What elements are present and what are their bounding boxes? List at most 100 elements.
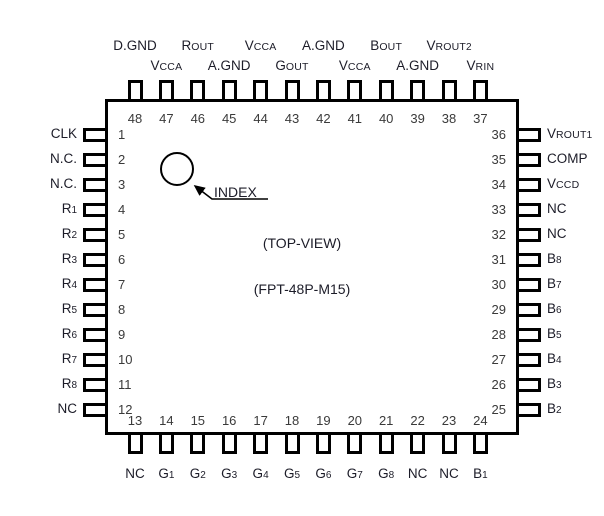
signal-label-pin-31: B8 xyxy=(547,251,562,266)
lead-pin-21 xyxy=(378,435,394,454)
signal-label-pin-13: NC xyxy=(125,466,145,481)
signal-label-pin-14: G1 xyxy=(158,466,175,481)
lead-pin-1 xyxy=(83,128,105,142)
pin-number-43: 43 xyxy=(284,111,300,126)
pin-number-26: 26 xyxy=(491,377,506,392)
signal-label-pin-32: NC xyxy=(547,226,567,241)
signal-label-pin-20: G7 xyxy=(346,466,363,481)
lead-pin-24 xyxy=(472,435,488,454)
signal-label-pin-10: R7 xyxy=(61,351,77,366)
lead-pin-45 xyxy=(221,80,237,99)
lead-pin-36 xyxy=(519,128,541,142)
pin-number-38: 38 xyxy=(441,111,457,126)
lead-pin-20 xyxy=(347,435,363,454)
pin-number-28: 28 xyxy=(491,327,506,342)
signal-label-pin-26: B3 xyxy=(547,376,562,391)
signal-label-pin-34: VCCD xyxy=(547,176,580,191)
lead-pin-25 xyxy=(519,403,541,417)
signal-label-pin-30: B7 xyxy=(547,276,562,291)
pin-number-8: 8 xyxy=(118,302,126,317)
package-code-label: (FPT-48P-M15) xyxy=(253,281,351,297)
signal-label-pin-7: R4 xyxy=(61,276,77,291)
signal-label-pin-46: ROUT xyxy=(181,38,215,53)
pin-number-44: 44 xyxy=(253,111,268,126)
signal-label-pin-40: BOUT xyxy=(370,38,403,53)
pin-number-20: 20 xyxy=(347,413,363,428)
pin-number-41: 41 xyxy=(347,111,363,126)
signal-label-pin-2: N.C. xyxy=(50,151,77,166)
pin-number-3: 3 xyxy=(118,177,126,192)
pin-number-25: 25 xyxy=(491,402,506,417)
pin-number-10: 10 xyxy=(118,352,133,367)
lead-pin-27 xyxy=(519,353,541,367)
lead-pin-2 xyxy=(83,153,105,167)
pin-number-16: 16 xyxy=(221,413,237,428)
lead-pin-7 xyxy=(83,278,105,292)
lead-pin-15 xyxy=(190,435,206,454)
pin-number-45: 45 xyxy=(221,111,237,126)
signal-label-pin-16: G3 xyxy=(221,466,238,481)
lead-pin-41 xyxy=(347,80,363,99)
lead-pin-47 xyxy=(158,80,174,99)
pin-number-15: 15 xyxy=(190,413,206,428)
lead-pin-9 xyxy=(83,328,105,342)
pin-number-42: 42 xyxy=(316,111,331,126)
lead-pin-30 xyxy=(519,278,541,292)
signal-label-pin-37: VRIN xyxy=(466,58,495,73)
pin-number-47: 47 xyxy=(159,111,174,126)
lead-pin-11 xyxy=(83,378,105,392)
signal-label-pin-12: NC xyxy=(57,401,78,416)
pin-number-46: 46 xyxy=(190,111,206,126)
pin-number-40: 40 xyxy=(378,111,394,126)
chip-body-outline xyxy=(105,99,519,435)
lead-pin-14 xyxy=(158,435,174,454)
signal-label-pin-1: CLK xyxy=(50,126,77,141)
lead-pin-43 xyxy=(284,80,300,99)
signal-label-pin-33: NC xyxy=(547,201,567,216)
signal-label-pin-41: VCCA xyxy=(338,58,371,73)
lead-pin-19 xyxy=(315,435,331,454)
lead-pin-32 xyxy=(519,228,541,242)
index-circle-icon xyxy=(160,152,194,186)
signal-label-pin-45: A.GND xyxy=(207,58,251,73)
lead-pin-31 xyxy=(519,253,541,267)
signal-label-pin-35: COMP xyxy=(547,151,588,166)
lead-pin-39 xyxy=(410,80,426,99)
lead-pin-18 xyxy=(284,435,300,454)
lead-pin-42 xyxy=(315,80,331,99)
lead-pin-44 xyxy=(253,80,269,99)
pin-number-24: 24 xyxy=(473,413,488,428)
index-label: INDEX xyxy=(214,184,257,200)
signal-label-pin-42: A.GND xyxy=(302,38,345,53)
pin-number-13: 13 xyxy=(127,413,143,428)
pin-number-12: 12 xyxy=(118,402,133,417)
signal-label-pin-48: D.GND xyxy=(113,38,157,53)
signal-label-pin-25: B2 xyxy=(547,401,562,416)
signal-label-pin-11: R8 xyxy=(61,376,77,391)
pin-number-18: 18 xyxy=(284,413,300,428)
signal-label-pin-4: R1 xyxy=(61,201,77,216)
pin-number-29: 29 xyxy=(491,302,506,317)
pin-number-9: 9 xyxy=(118,327,126,342)
pin-number-48: 48 xyxy=(127,111,143,126)
lead-pin-8 xyxy=(83,303,105,317)
pin-number-6: 6 xyxy=(118,252,126,267)
lead-pin-22 xyxy=(410,435,426,454)
pin-number-7: 7 xyxy=(118,277,126,292)
pin-number-5: 5 xyxy=(118,227,126,242)
lead-pin-34 xyxy=(519,178,541,192)
signal-label-pin-23: NC xyxy=(439,466,459,481)
pin-number-11: 11 xyxy=(118,377,132,392)
pin-number-39: 39 xyxy=(410,111,425,126)
pin-number-4: 4 xyxy=(118,202,126,217)
lead-pin-6 xyxy=(83,253,105,267)
pin-number-23: 23 xyxy=(441,413,457,428)
signal-label-pin-24: B1 xyxy=(473,466,488,481)
pin-number-19: 19 xyxy=(316,413,331,428)
pin-number-30: 30 xyxy=(491,277,506,292)
pin-number-36: 36 xyxy=(491,127,506,142)
signal-label-pin-17: G4 xyxy=(252,466,269,481)
signal-label-pin-21: G8 xyxy=(378,466,395,481)
lead-pin-48 xyxy=(127,80,143,99)
lead-pin-17 xyxy=(253,435,269,454)
